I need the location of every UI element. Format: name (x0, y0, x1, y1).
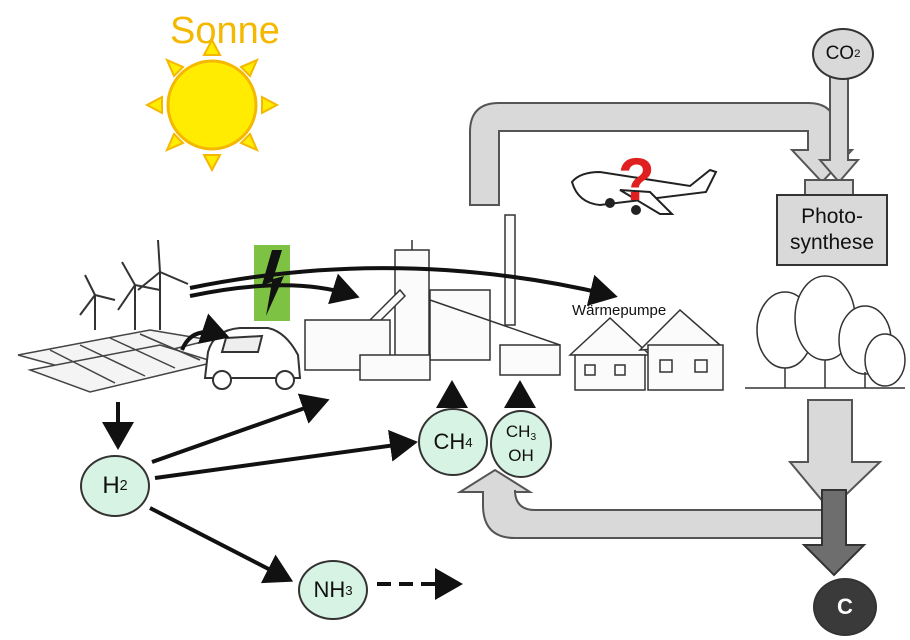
heat-pump-label: Wärmepumpe (572, 302, 667, 319)
sun-icon (144, 37, 280, 173)
airplane-icon (570, 168, 718, 215)
flow-arrows (102, 266, 618, 584)
photosynthesis-box: Photo- synthese (776, 194, 888, 266)
houses-icon (568, 308, 724, 391)
question-mark: ? (618, 146, 655, 213)
co2-inflow-arrow (817, 76, 861, 184)
carbon-node: C (813, 578, 877, 636)
biomass-down-arrow (787, 399, 883, 512)
solar-panel-icon (17, 329, 218, 393)
steel-mill-icon (304, 214, 561, 381)
methanol-node: CH3 OH (490, 410, 552, 478)
trees-icon (745, 275, 906, 389)
sun-label: Sonne (170, 10, 280, 52)
photosynthesis-line1: Photo- (801, 204, 863, 228)
wind-turbine-icon (79, 239, 189, 330)
electric-car-icon (203, 327, 302, 390)
co2-cycle-loop-arrow (469, 102, 855, 206)
lightning-icon (254, 245, 290, 321)
carbon-storage-arrow (801, 489, 867, 577)
fuel-return-arrow (456, 468, 841, 539)
photosynthesis-line2: synthese (789, 231, 875, 254)
